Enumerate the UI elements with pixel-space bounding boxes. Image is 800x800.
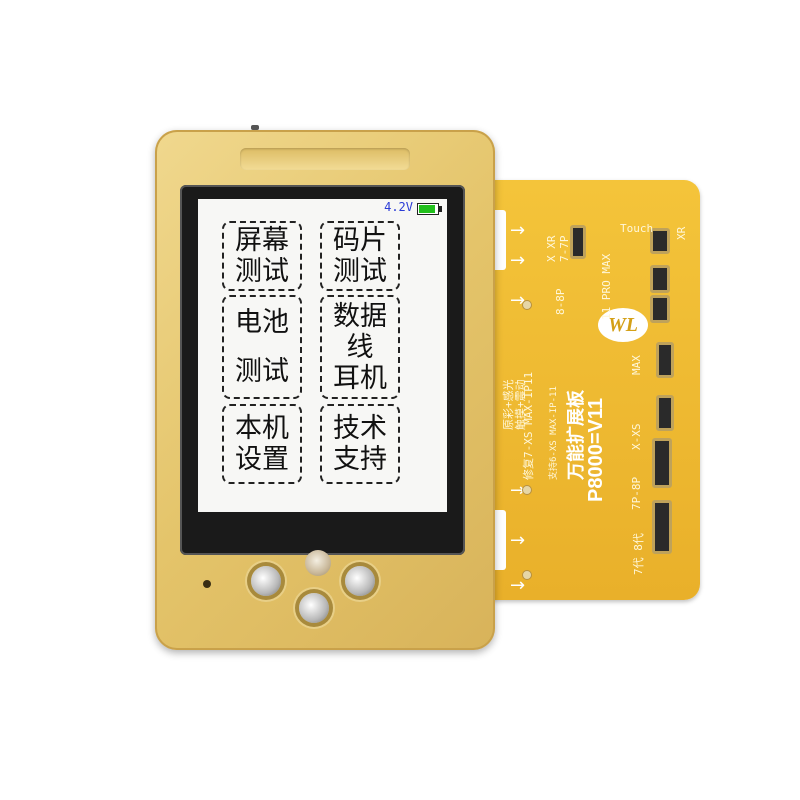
board-label-pro-max: 11 PRO MAX	[600, 253, 613, 320]
board-label-vibrate: 触摸+震动	[514, 379, 527, 430]
light-sensor	[305, 550, 331, 576]
menu-label: 电池	[235, 307, 289, 338]
menu-label: 支持	[333, 444, 387, 475]
board-label-x-xs: X-XS	[630, 423, 643, 451]
menu-label: 数据	[333, 300, 387, 332]
arrow-icon: →	[510, 220, 526, 241]
tester-device: 4.2V 屏幕 测试 码片 测试 电池 测试 数据 线 耳机 本机	[155, 125, 495, 650]
menu-label: 码片	[333, 225, 387, 256]
menu-screen-test[interactable]: 屏幕 测试	[222, 221, 302, 291]
board-hole	[522, 570, 532, 580]
left-button[interactable]	[251, 566, 281, 596]
menu-label: 设置	[235, 444, 289, 475]
board-connector	[650, 265, 670, 293]
right-button[interactable]	[345, 566, 375, 596]
menu-label: 本机	[235, 413, 289, 444]
menu-label: 线	[346, 331, 374, 363]
board-label-7p-8p: 7P-8P	[630, 476, 643, 510]
board-label-max: MAX	[630, 355, 643, 375]
menu-label: 屏幕	[235, 225, 289, 256]
expansion-board: → → → → → → WL 万能扩展板 P8000=V11 Touch X X…	[470, 180, 700, 600]
board-model: P8000=V11	[585, 398, 607, 502]
board-logo: WL	[598, 308, 648, 342]
board-label-8-8p: 8-8P	[554, 288, 567, 316]
menu-battery-test[interactable]: 电池 测试	[222, 295, 302, 399]
board-hole	[522, 485, 532, 495]
arrow-icon: →	[510, 575, 526, 596]
board-label-support: 支持6-XS MAX-IP-11	[549, 386, 559, 480]
board-connector	[652, 438, 672, 488]
board-connector	[650, 295, 670, 323]
menu-tech-support[interactable]: 技术 支持	[320, 404, 400, 484]
board-label-x-xr: X XR	[545, 235, 558, 263]
side-button[interactable]	[251, 125, 259, 130]
menu-label: 测试	[333, 256, 387, 287]
board-hole	[522, 300, 532, 310]
top-slot	[240, 148, 410, 170]
reset-hole[interactable]	[203, 580, 211, 588]
menu-label: 技术	[333, 413, 387, 444]
board-connector	[570, 225, 586, 259]
arrow-icon: →	[510, 250, 526, 271]
board-connector	[652, 500, 672, 554]
screen-bezel: 4.2V 屏幕 测试 码片 测试 电池 测试 数据 线 耳机 本机	[180, 185, 465, 555]
menu-chip-test[interactable]: 码片 测试	[320, 221, 400, 291]
lcd-screen: 4.2V 屏幕 测试 码片 测试 电池 测试 数据 线 耳机 本机	[198, 199, 447, 512]
board-label-7-8: 7代 8代	[632, 533, 645, 575]
menu-label: 耳机	[333, 362, 387, 394]
board-connector	[656, 342, 674, 378]
board-label-7-7p: 7-7P	[558, 235, 571, 263]
center-button[interactable]	[299, 593, 329, 623]
battery-icon	[417, 203, 442, 215]
menu-label: 测试	[235, 356, 289, 387]
menu-cable-earphone[interactable]: 数据 线 耳机	[320, 295, 400, 399]
board-connector	[656, 395, 674, 431]
battery-voltage: 4.2V	[384, 200, 413, 214]
arrow-icon: →	[510, 290, 526, 311]
arrow-icon: →	[510, 480, 526, 501]
menu-label: 测试	[235, 256, 289, 287]
board-label-touch: Touch	[620, 222, 654, 235]
arrow-icon: →	[510, 530, 526, 551]
board-label-xr: XR	[675, 226, 688, 240]
menu-device-settings[interactable]: 本机 设置	[222, 404, 302, 484]
board-connector	[650, 228, 670, 254]
battery-fill	[419, 205, 435, 213]
